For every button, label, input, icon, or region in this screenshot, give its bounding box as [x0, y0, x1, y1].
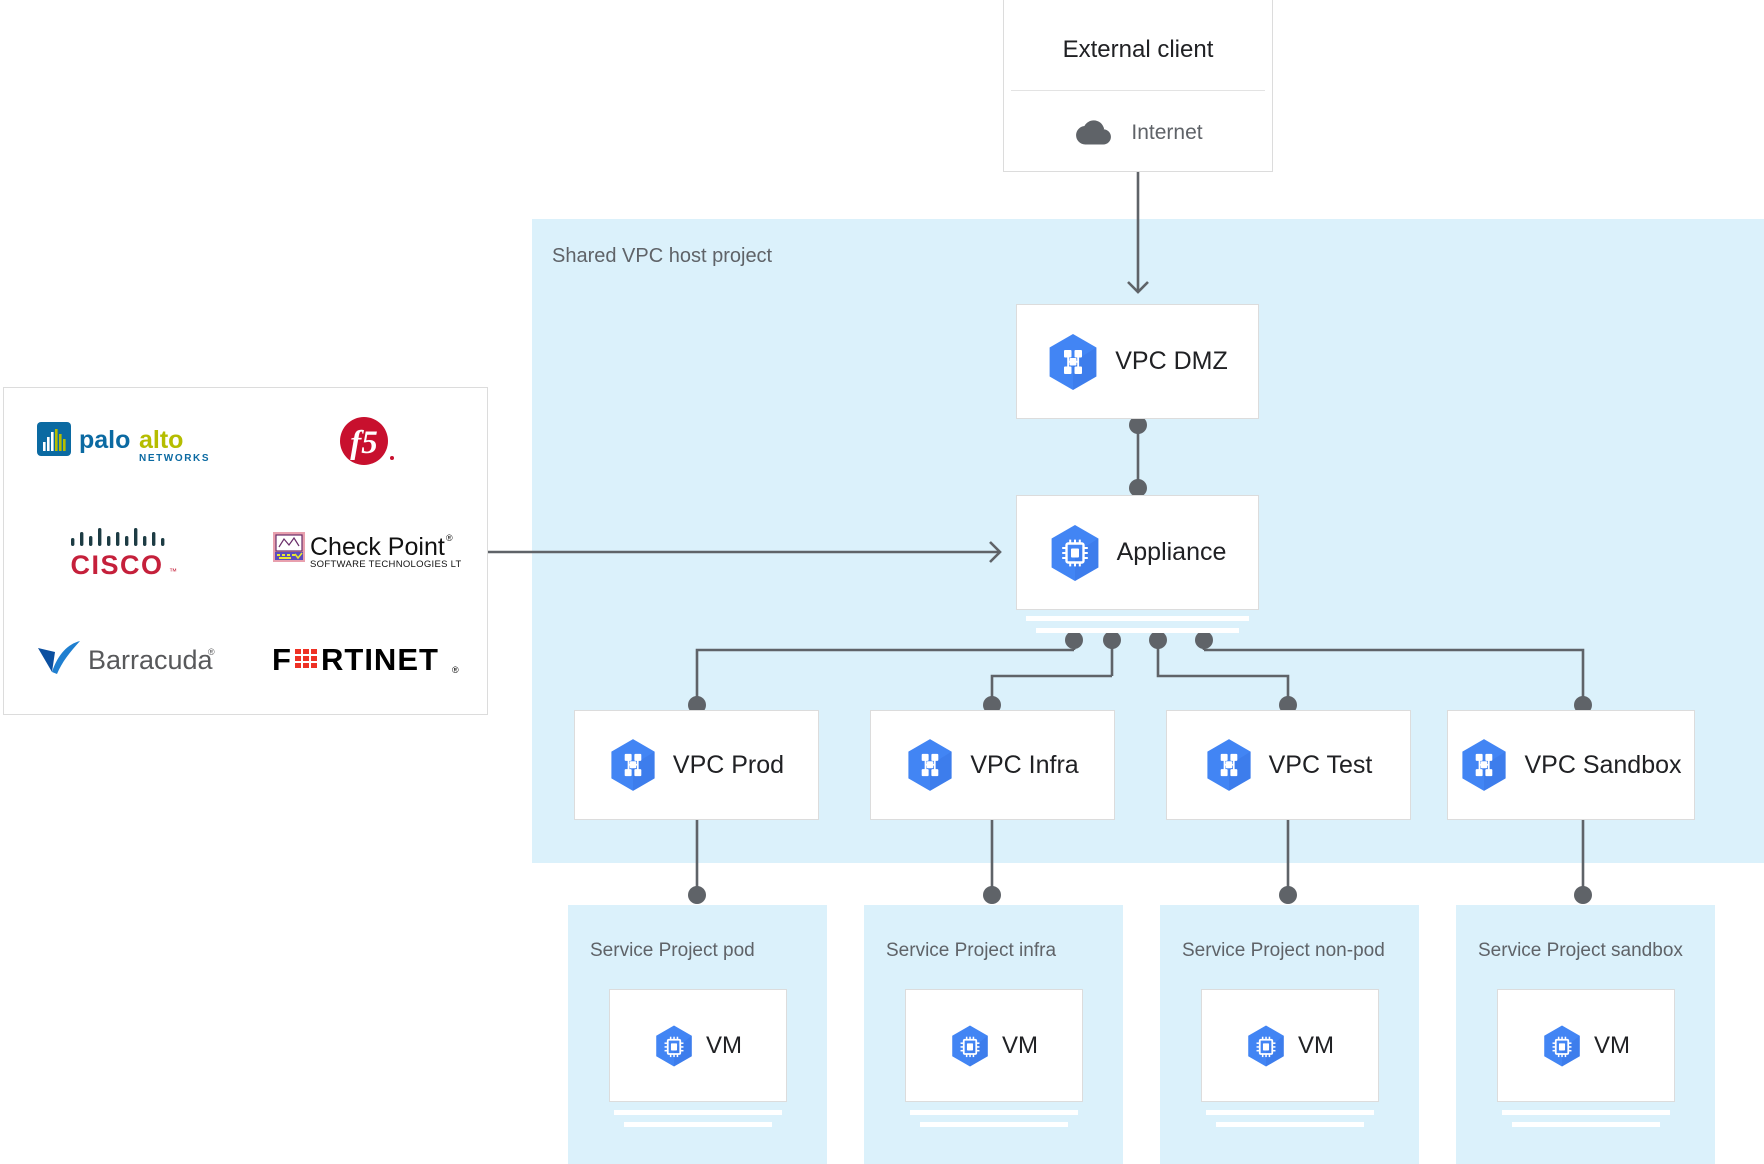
- vpc-infra-label: VPC Infra: [970, 750, 1079, 779]
- svg-text:f5: f5: [351, 425, 379, 461]
- vm-card[interactable]: VM: [905, 989, 1083, 1102]
- appliance-vendor-panel: palo alto NETWORKS f5: [3, 387, 488, 715]
- vpc-infra-card[interactable]: VPC Infra: [870, 710, 1115, 820]
- svg-text:NETWORKS: NETWORKS: [139, 453, 210, 464]
- vpc-prod-content: VPC Prod: [609, 738, 784, 792]
- vm-instance-icon: [1246, 1021, 1286, 1071]
- external-client-card: External client Internet: [1003, 0, 1273, 172]
- shared-vpc-label: Shared VPC host project: [552, 245, 773, 267]
- service-project-pod-label: Service Project pod: [590, 940, 755, 961]
- vpc-infra-content: VPC Infra: [906, 738, 1079, 792]
- service-project-non-pod-label: Service Project non-pod: [1182, 940, 1385, 961]
- vpc-network-icon: [1205, 738, 1253, 792]
- vm-label: VM: [1594, 1031, 1630, 1059]
- service-project-sandbox: Service Project sandbox: [1456, 905, 1715, 1164]
- svg-text:alto: alto: [139, 426, 183, 454]
- appliance-label: Appliance: [1116, 538, 1227, 566]
- vpc-dmz-card[interactable]: VPC DMZ: [1016, 304, 1259, 419]
- vpc-sandbox-label: VPC Sandbox: [1524, 750, 1682, 779]
- vm-stack-layer-1: [1206, 1110, 1374, 1115]
- vpc-network-icon: [1460, 738, 1508, 792]
- service-project-sandbox-label: Service Project sandbox: [1478, 940, 1683, 961]
- vendor-checkpoint: Check Point ® SOFTWARE TECHNOLOGIES LTD.: [246, 497, 488, 606]
- vm-label: VM: [706, 1031, 742, 1059]
- svg-text:SOFTWARE TECHNOLOGIES LTD.: SOFTWARE TECHNOLOGIES LTD.: [310, 559, 461, 570]
- svg-text:®: ®: [446, 533, 453, 543]
- vpc-network-icon: [1047, 333, 1099, 391]
- vm-card[interactable]: VM: [1497, 989, 1675, 1102]
- svg-text:Barracuda: Barracuda: [88, 645, 214, 675]
- svg-text:™: ™: [169, 567, 177, 576]
- service-project-infra: Service Project infra: [864, 905, 1123, 1164]
- vm-content: VM: [1246, 1021, 1334, 1071]
- vm-stack-layer-2: [920, 1122, 1068, 1127]
- svg-text:®: ®: [208, 647, 215, 657]
- vendor-cisco: CISCO ™: [4, 497, 246, 606]
- svg-text:®: ®: [452, 665, 459, 675]
- vm-instance-icon: [1542, 1021, 1582, 1071]
- appliance-stack-layer-2: [1036, 628, 1239, 633]
- vm-label: VM: [1002, 1031, 1038, 1059]
- vm-stack-layer-1: [1502, 1110, 1670, 1115]
- vpc-network-icon: [609, 738, 657, 792]
- vm-card[interactable]: VM: [1201, 989, 1379, 1102]
- vm-card[interactable]: VM: [609, 989, 787, 1102]
- vm-stack-layer-2: [1512, 1122, 1660, 1127]
- vm-instance-icon: [654, 1021, 694, 1071]
- vpc-prod-label: VPC Prod: [672, 750, 785, 779]
- appliance-card[interactable]: Appliance: [1016, 495, 1259, 610]
- vpc-network-icon: [906, 738, 954, 792]
- service-project-pod: Service Project pod: [568, 905, 827, 1164]
- service-project-infra-label: Service Project infra: [886, 940, 1057, 961]
- vpc-sandbox-card[interactable]: VPC Sandbox: [1447, 710, 1695, 820]
- svg-text:F: F: [272, 642, 292, 677]
- checkpoint-logo: Check Point ® SOFTWARE TECHNOLOGIES LTD.: [273, 531, 461, 570]
- service-project-non-pod: Service Project non-pod: [1160, 905, 1419, 1164]
- vm-stack-layer-2: [624, 1122, 772, 1127]
- vm-instance-icon: [950, 1021, 990, 1071]
- vendor-paloalto: palo alto NETWORKS: [4, 388, 246, 497]
- svg-text:CISCO: CISCO: [70, 550, 163, 580]
- fortinet-logo: F RTINET ®: [272, 642, 459, 677]
- appliance-stack-layer-1: [1026, 616, 1249, 621]
- vm-content: VM: [654, 1021, 742, 1071]
- vpc-sandbox-content: VPC Sandbox: [1460, 738, 1682, 792]
- vpc-dmz-label: VPC DMZ: [1115, 347, 1228, 375]
- vm-stack-layer-2: [1216, 1122, 1364, 1127]
- svg-text:RTINET: RTINET: [321, 642, 439, 677]
- vm-label: VM: [1298, 1031, 1334, 1059]
- barracuda-logo: Barracuda ®: [37, 640, 215, 675]
- vm-stack-layer-1: [614, 1110, 782, 1115]
- vpc-test-card[interactable]: VPC Test: [1166, 710, 1411, 820]
- external-client-title: External client: [1062, 36, 1214, 63]
- appliance-content: Appliance: [1049, 524, 1227, 582]
- cisco-logo: CISCO ™: [70, 527, 177, 580]
- paloalto-logo: palo alto NETWORKS: [36, 422, 210, 464]
- vpc-test-label: VPC Test: [1268, 750, 1373, 779]
- vendor-f5: f5: [246, 388, 488, 497]
- svg-text:palo: palo: [79, 426, 130, 454]
- cpu-chip-icon: [1049, 524, 1101, 582]
- internet-label: Internet: [1131, 121, 1203, 144]
- vendor-barracuda: Barracuda ®: [4, 605, 246, 714]
- vm-stack-layer-1: [910, 1110, 1078, 1115]
- vpc-dmz-content: VPC DMZ: [1047, 333, 1228, 391]
- svg-text:Check Point: Check Point: [310, 533, 445, 561]
- vpc-prod-card[interactable]: VPC Prod: [574, 710, 819, 820]
- divider: [1011, 90, 1265, 91]
- vpc-test-content: VPC Test: [1205, 738, 1373, 792]
- f5-logo: f5: [340, 417, 395, 466]
- cloud-icon: [1073, 119, 1115, 147]
- vm-content: VM: [1542, 1021, 1630, 1071]
- internet-row: Internet: [1073, 119, 1203, 147]
- vm-content: VM: [950, 1021, 1038, 1071]
- vendor-fortinet: F RTINET ®: [246, 605, 488, 714]
